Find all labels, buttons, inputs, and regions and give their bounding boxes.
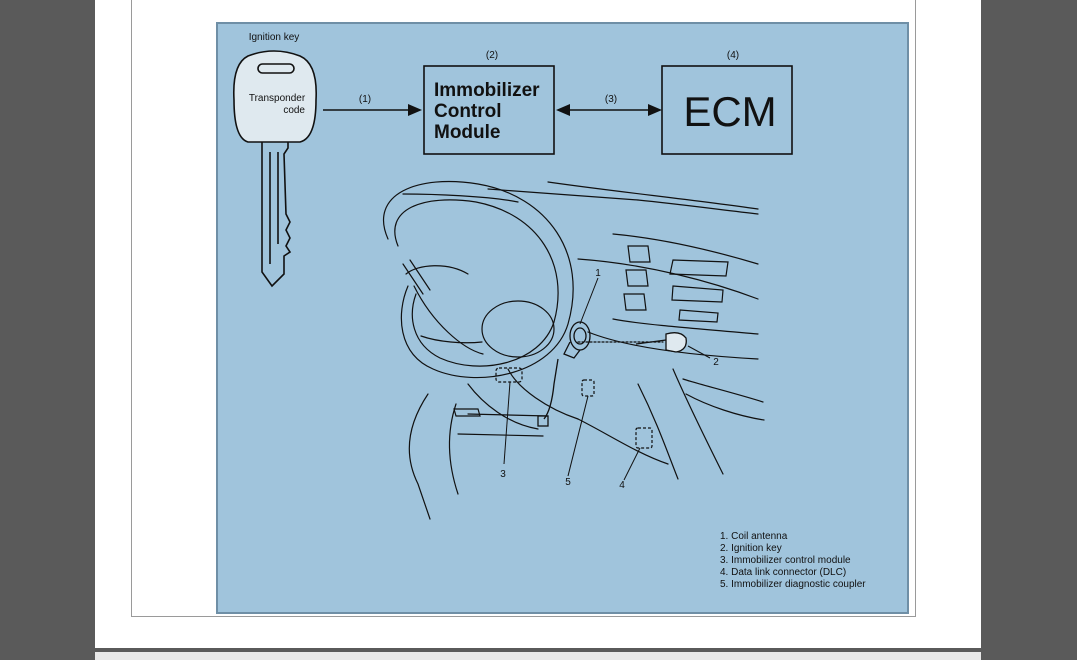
- arrow-key-to-module: [323, 104, 422, 116]
- arrow-1-label: (1): [359, 94, 371, 105]
- legend-item-2: 2. Ignition key: [720, 543, 782, 554]
- page-border-right: [915, 0, 916, 617]
- transponder-label-1: Transponder: [249, 93, 306, 104]
- page-border-left: [131, 0, 132, 617]
- callout-2: 2: [713, 357, 719, 368]
- next-page-edge: [95, 652, 981, 660]
- transponder-label-2: code: [283, 105, 305, 116]
- control-module-icon: [495, 367, 523, 383]
- key-in-cylinder-icon: [635, 332, 687, 353]
- callout-leaders: [503, 277, 711, 481]
- box-2-line-1: Immobilizer: [434, 80, 540, 101]
- box-2-line-3: Module: [434, 122, 501, 143]
- box-4-tag: (4): [727, 50, 739, 61]
- immobilizer-figure: Ignition key Transponder code (1) (2) Im…: [216, 22, 909, 614]
- legend-item-4: 4. Data link connector (DLC): [720, 567, 846, 578]
- dashboard-illustration: [382, 180, 765, 520]
- box-2-tag: (2): [486, 50, 498, 61]
- arrow-module-ecm: [556, 104, 662, 116]
- page-border-bottom: [131, 616, 916, 617]
- legend: 1. Coil antenna 2. Ignition key 3. Immob…: [720, 531, 866, 590]
- legend-item-1: 1. Coil antenna: [720, 531, 788, 542]
- dlc-icon: [635, 427, 653, 449]
- immobilizer-module-box: [423, 65, 555, 155]
- figure-drawing: Ignition key Transponder code (1) (2) Im…: [232, 32, 866, 590]
- legend-item-3: 3. Immobilizer control module: [720, 555, 851, 566]
- callout-1: 1: [595, 268, 601, 279]
- callout-4: 4: [619, 480, 625, 491]
- callout-3: 3: [500, 469, 506, 480]
- diagnostic-coupler-icon: [581, 379, 595, 397]
- ignition-key-icon: [232, 50, 317, 288]
- ecm-label: ECM: [683, 88, 776, 135]
- ecm-box: [661, 65, 793, 155]
- coil-antenna-icon: [537, 321, 591, 427]
- arrow-3-label: (3): [605, 94, 617, 105]
- box-2-line-2: Control: [434, 101, 502, 122]
- callout-5: 5: [565, 477, 571, 488]
- legend-item-5: 5. Immobilizer diagnostic coupler: [720, 579, 866, 590]
- key-label: Ignition key: [249, 32, 300, 43]
